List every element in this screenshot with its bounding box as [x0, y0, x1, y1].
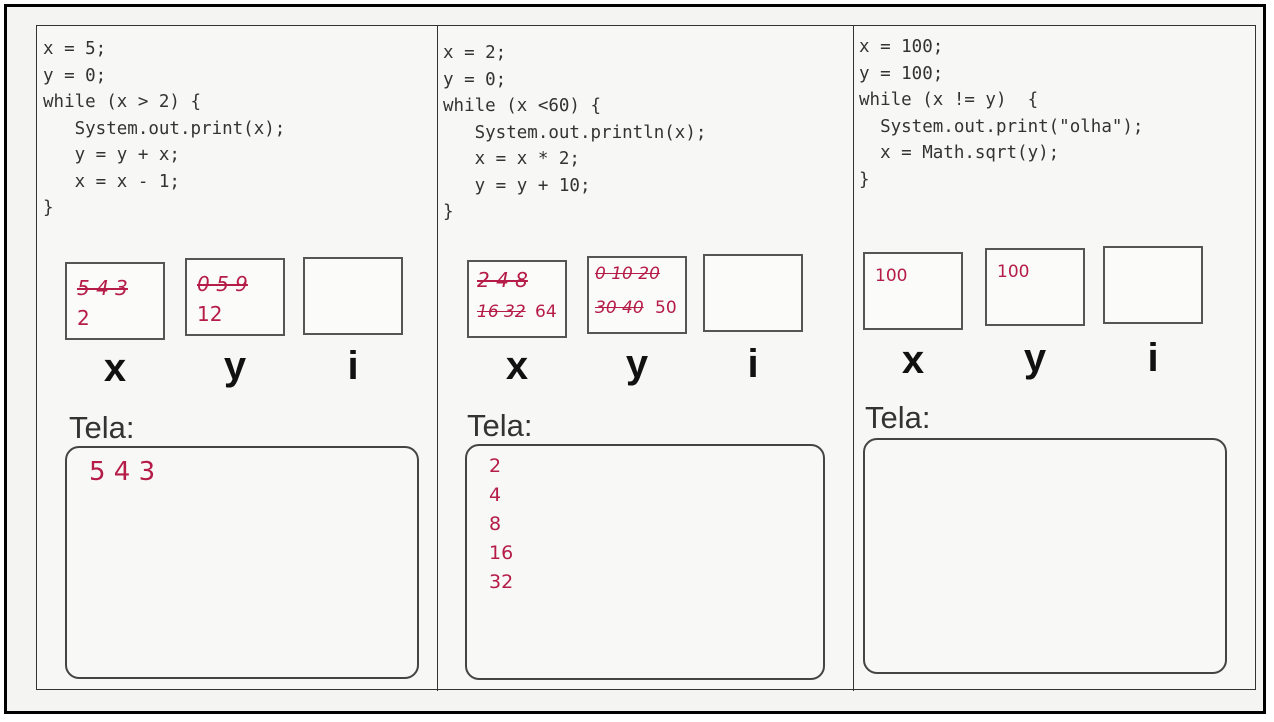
- crossed-values-row-2: 30 40: [595, 298, 644, 318]
- variable-box-y: 100: [985, 248, 1085, 326]
- label-y: y: [625, 342, 649, 386]
- crossed-values: 5 4 3: [77, 276, 128, 300]
- label-x: x: [505, 344, 529, 388]
- worksheet: x = 5; y = 0; while (x > 2) { System.out…: [36, 25, 1257, 691]
- crossed-values: 0 10 20: [595, 264, 660, 284]
- crossed-values: 0 5 9: [197, 272, 248, 296]
- variable-box-y: 0 10 20 30 40 50: [587, 256, 687, 334]
- code-snippet-3: x = 100; y = 100; while (x != y) { Syste…: [859, 37, 1144, 190]
- current-value: 2: [77, 306, 90, 330]
- current-value: 12: [197, 302, 223, 326]
- panel-1: x = 5; y = 0; while (x > 2) { System.out…: [37, 26, 437, 689]
- label-i: i: [1147, 336, 1159, 380]
- screen-output-box: 5 4 3: [65, 446, 419, 679]
- screen-output-line: 4: [489, 484, 502, 506]
- label-y: y: [1023, 336, 1047, 380]
- code-snippet-2: x = 2; y = 0; while (x <60) { System.out…: [443, 43, 707, 222]
- variable-box-i: [1103, 246, 1203, 324]
- screen-label: Tela:: [865, 400, 931, 435]
- current-value: 100: [875, 266, 908, 286]
- label-x: x: [901, 338, 925, 382]
- screen-output-line: 5 4 3: [89, 457, 156, 487]
- screen-label: Tela:: [467, 408, 533, 443]
- current-value: 50: [655, 298, 677, 318]
- variable-box-x: 100: [863, 252, 963, 330]
- screen-label: Tela:: [69, 410, 135, 445]
- screen-output-line: 16: [489, 542, 514, 564]
- screen-output-lines: 2 4 8 16 32: [489, 452, 513, 597]
- current-value: 100: [997, 262, 1030, 282]
- label-x: x: [103, 346, 127, 390]
- crossed-values-row-2: 16 32: [477, 302, 526, 322]
- variable-box-y: 0 5 9 12: [185, 258, 285, 336]
- panel-2: x = 2; y = 0; while (x <60) { System.out…: [437, 26, 853, 689]
- screen-output-line: 2: [489, 455, 502, 477]
- panel-3: x = 100; y = 100; while (x != y) { Syste…: [853, 26, 1257, 689]
- code-snippet-1: x = 5; y = 0; while (x > 2) { System.out…: [43, 39, 286, 218]
- current-value: 64: [535, 302, 557, 322]
- label-i: i: [747, 342, 759, 386]
- column-divider-2: [853, 26, 854, 691]
- screen-output-line: 8: [489, 513, 502, 535]
- variable-box-i: [703, 254, 803, 332]
- variable-box-x: 2 4 8 16 32 64: [467, 260, 567, 338]
- crossed-values: 2 4 8: [477, 268, 528, 292]
- screen-output-line: 32: [489, 571, 514, 593]
- screen-output-box: [863, 438, 1227, 674]
- column-divider-1: [437, 26, 438, 691]
- screen-output-box: 2 4 8 16 32: [465, 444, 825, 680]
- variable-box-i: [303, 257, 403, 335]
- label-i: i: [347, 344, 359, 388]
- variable-box-x: 5 4 3 2: [65, 262, 165, 340]
- label-y: y: [223, 344, 247, 388]
